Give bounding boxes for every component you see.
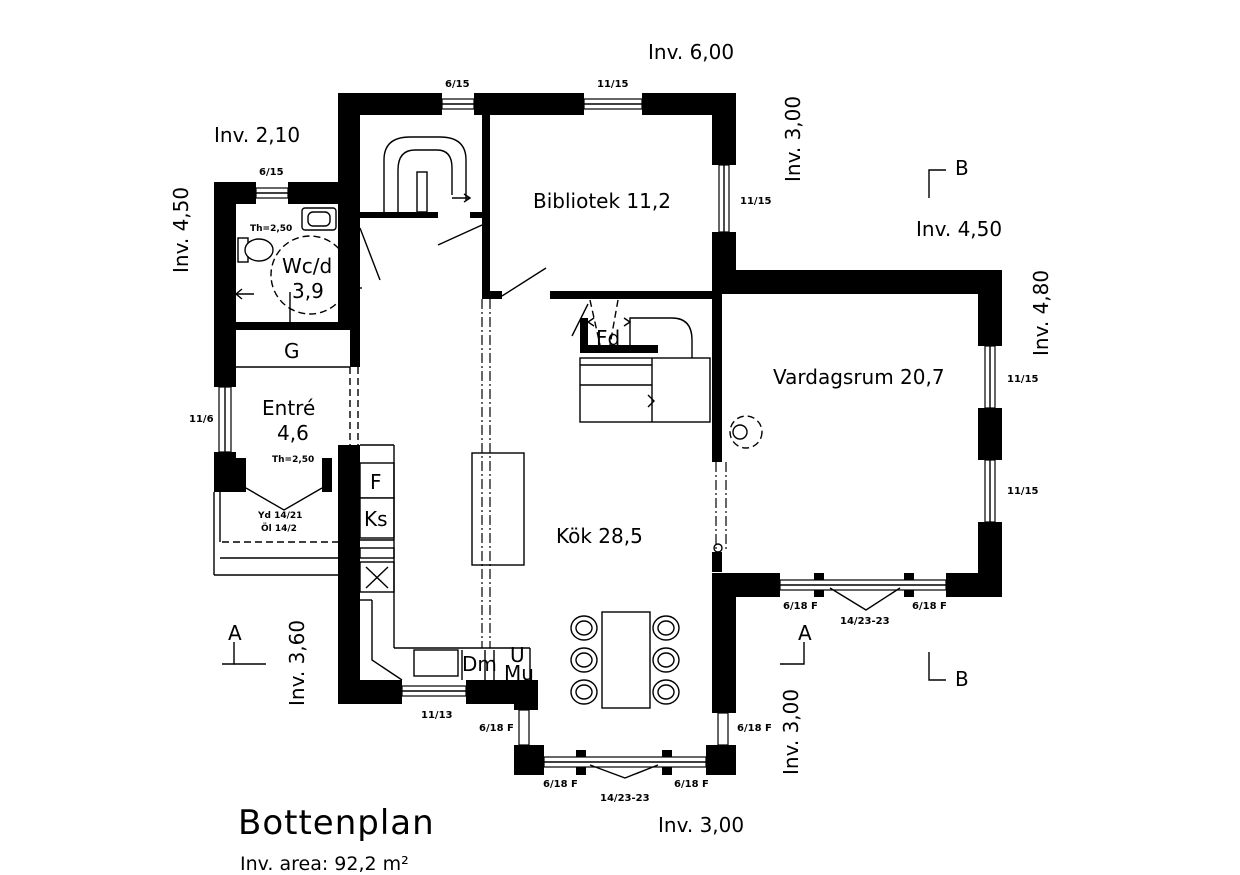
room-garderob: G [284,339,300,363]
windows [218,98,996,779]
fixture-labels: F Ks Dm U Mu [364,470,534,685]
section-labels: A A B B [228,156,969,691]
note-yd: Yd 14/21 [257,511,302,521]
window-label: 6/18 F [912,601,947,612]
room-bibliotek: Bibliotek 11,2 [533,189,671,213]
window-label: 11/6 [189,414,214,425]
window-label: 11/15 [1007,374,1039,385]
section-markers [222,169,946,681]
dim-left: Inv. 4,50 [169,187,193,273]
fixture-dm: Dm [462,652,497,676]
fixture-ks: Ks [364,507,388,531]
window-label: 6/18 F [737,723,772,734]
walls [214,93,1002,775]
room-labels: Bibliotek 11,2 Wc/d 3,9 G Entré 4,6 Kök … [262,189,945,548]
dim-left-lower: Inv. 3,60 [285,620,309,706]
interior-details [213,136,763,709]
dim-right: Inv. 4,80 [1029,270,1053,356]
window-label: 11/13 [421,710,453,721]
window-label: 11/15 [740,196,772,207]
notes: Th=2,50 Th=2,50 Yd 14/21 Öl 14/2 [250,224,314,534]
plan-title-block: Bottenplan Inv. area: 92,2 m² [238,803,435,875]
window-label: 6/18 F [543,779,578,790]
plan-title: Bottenplan [238,803,435,843]
dim-left-upper: Inv. 2,10 [214,123,300,147]
window-label: 6/15 [445,79,470,90]
dim-bottom: Inv. 3,00 [658,813,744,837]
dim-bottom-right: Inv. 3,00 [779,689,803,775]
room-wc-area: 3,9 [292,279,324,303]
window-label: 11/15 [597,79,629,90]
room-kok: Kök 28,5 [556,524,643,548]
window-label: 11/15 [1007,486,1039,497]
section-b-bottom: B [955,667,969,691]
dim-right-upper: Inv. 4,50 [916,217,1002,241]
note-th-entre: Th=2,50 [272,455,314,465]
section-a-left: A [228,621,242,645]
room-wc-name: Wc/d [282,254,332,278]
section-a-right: A [798,621,812,645]
dimension-labels: Inv. 6,00 Inv. 3,00 Inv. 4,50 Inv. 4,80 … [169,40,1053,837]
room-entre-name: Entré [262,396,315,420]
window-label: 6/15 [259,167,284,178]
room-entre-area: 4,6 [277,421,309,445]
fixture-f: F [370,470,382,494]
window-label: 6/18 F [783,601,818,612]
window-label: 6/18 F [674,779,709,790]
window-label: 14/23-23 [600,793,650,804]
fixture-u: U [510,643,525,667]
room-vardagsrum: Vardagsrum 20,7 [773,365,945,389]
note-th-wc: Th=2,50 [250,224,292,234]
plan-area: Inv. area: 92,2 m² [240,853,409,875]
window-label: 14/23-23 [840,616,890,627]
note-ol: Öl 14/2 [261,523,297,534]
section-b-top: B [955,156,969,180]
room-fd: Fd [596,326,620,350]
dim-top-right: Inv. 3,00 [781,96,805,182]
window-label: 6/18 F [479,723,514,734]
dim-top: Inv. 6,00 [648,40,734,64]
window-labels: 6/15 11/15 11/15 6/15 11/6 11/13 11/15 1… [189,79,1039,804]
fixture-mu: Mu [504,661,534,685]
